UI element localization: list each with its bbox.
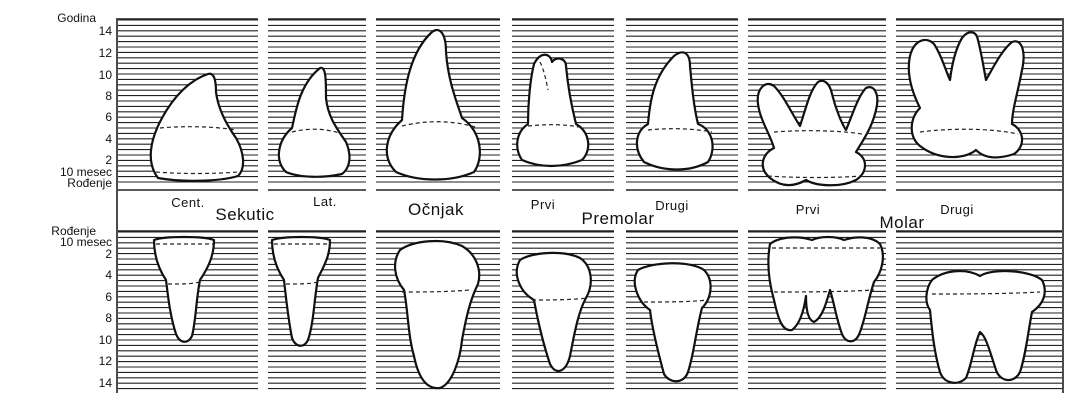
lower-label-10-mesec: 10 mesec (60, 235, 112, 249)
label-first-premolar: Prvi (531, 197, 555, 212)
label-canine: Očnjak (408, 200, 464, 219)
upper-axis: Godina 14 12 10 8 6 4 2 10 mesec Rođenje (57, 11, 112, 190)
label-first-molar: Prvi (796, 202, 820, 217)
label-premolar-group: Premolar (582, 209, 655, 228)
lower-tick-4: 4 (105, 268, 112, 282)
lower-tick-6: 6 (105, 290, 112, 304)
label-central: Cent. (171, 195, 205, 210)
lower-second-molar (926, 271, 1044, 383)
lower-tick-12: 12 (99, 354, 113, 368)
label-second-premolar: Drugi (655, 198, 689, 213)
label-lateral: Lat. (313, 194, 337, 209)
upper-second-molar (909, 32, 1024, 157)
lower-tick-2: 2 (105, 247, 112, 261)
label-incisor-group: Sekutic (215, 205, 274, 224)
label-molar-group: Molar (879, 213, 924, 232)
upper-label-rodjenje: Rođenje (67, 176, 112, 190)
lower-central-incisor (154, 237, 214, 342)
lower-tick-8: 8 (105, 311, 112, 325)
label-second-molar: Drugi (940, 202, 974, 217)
upper-first-molar (758, 81, 878, 186)
lower-canine (395, 241, 479, 388)
tooth-labels: Cent. Lat. Sekutic Očnjak Prvi Drugi Pre… (171, 194, 974, 232)
upper-axis-title: Godina (57, 11, 96, 25)
upper-second-premolar (637, 52, 713, 169)
lower-first-premolar (517, 253, 591, 371)
upper-tick-4: 4 (105, 132, 112, 146)
upper-tick-8: 8 (105, 89, 112, 103)
lower-first-molar (768, 237, 883, 341)
upper-tick-12: 12 (99, 46, 113, 60)
upper-tick-14: 14 (99, 24, 113, 38)
upper-tick-10: 10 (99, 68, 113, 82)
lower-tick-10: 10 (99, 333, 113, 347)
lower-tick-14: 14 (99, 376, 113, 390)
upper-first-premolar (517, 55, 588, 166)
lower-second-premolar (635, 263, 711, 381)
lower-axis: Rođenje 10 mesec 2 4 6 8 10 12 14 (51, 224, 112, 390)
upper-tick-6: 6 (105, 110, 112, 124)
